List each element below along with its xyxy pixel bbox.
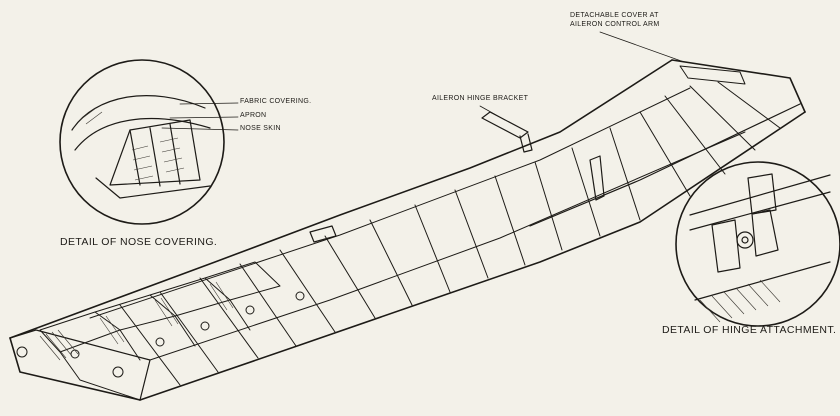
aileron-hinge-bracket-label: AILERON HINGE BRACKET: [432, 95, 529, 102]
fabric-covering-label: FABRIC COVERING.: [240, 98, 312, 105]
nose-covering-detail: [59, 59, 239, 225]
nose-skin-label: NOSE SKIN: [240, 125, 281, 132]
nose-detail-caption: DETAIL OF NOSE COVERING.: [60, 236, 218, 248]
wing-ribs: [119, 81, 781, 386]
wing-outline: [9, 59, 806, 401]
root-structure: [16, 261, 305, 401]
aileron-hinge-bracket-drawing: [309, 111, 605, 243]
root-hatching: [39, 281, 234, 361]
detachable-cover-label-line1: DETACHABLE COVER AT: [570, 12, 659, 19]
detachable-cover-label-line2: AILERON CONTROL ARM: [570, 21, 660, 28]
label-leaders: [479, 31, 685, 121]
apron-label: APRON: [240, 112, 267, 119]
hinge-detail-caption: DETAIL OF HINGE ATTACHMENT.: [662, 324, 837, 336]
hinge-attachment-detail: [675, 161, 840, 327]
